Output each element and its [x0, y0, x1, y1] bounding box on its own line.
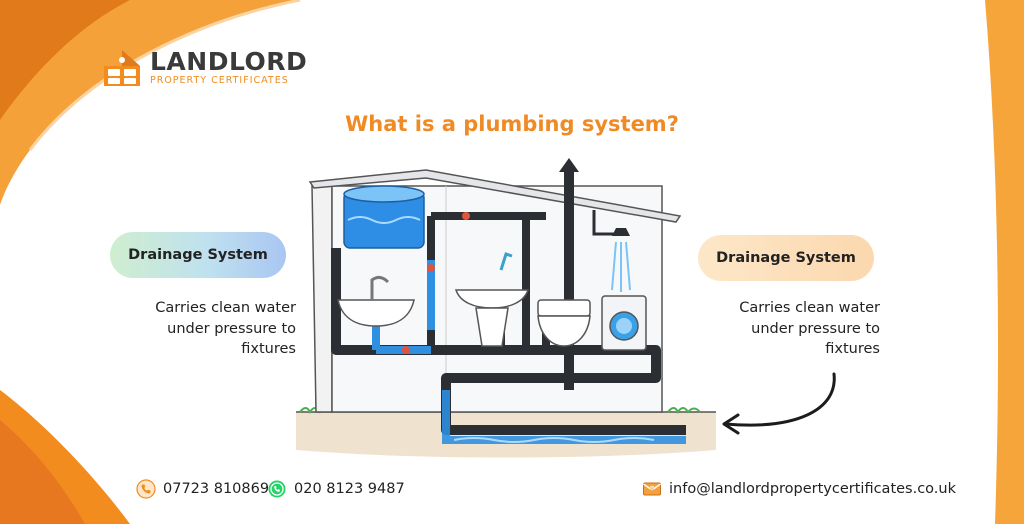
whatsapp-icon [268, 480, 286, 498]
right-curved-arrow [722, 372, 836, 435]
house-logo-icon [104, 50, 140, 86]
brand-name: LANDLORD [150, 47, 308, 76]
right-desc-line: under pressure to [751, 320, 880, 337]
phone-icon [136, 479, 156, 499]
right-desc-line: Carries clean water [739, 300, 880, 316]
left-desc-line: Carries clean water [155, 300, 296, 316]
right-system-label: Drainage System [698, 235, 874, 281]
email-contact[interactable]: @ info@landlordpropertycertificates.co.u… [642, 479, 956, 499]
left-system-label: Drainage System [110, 232, 286, 278]
left-system-description: Carries clean water under pressure to fi… [110, 298, 296, 360]
phone-contact[interactable]: 07723 810869 [136, 479, 269, 499]
email-icon: @ [643, 482, 661, 496]
page-title: What is a plumbing system? [345, 112, 679, 136]
whatsapp-contact[interactable]: 020 8123 9487 [267, 479, 405, 499]
phone-number[interactable]: 07723 810869 [163, 481, 270, 497]
right-system-description: Carries clean water under pressure to fi… [690, 298, 880, 360]
right-desc-line: fixtures [825, 341, 880, 357]
whatsapp-number[interactable]: 020 8123 9487 [294, 481, 405, 497]
brand-logo[interactable]: LANDLORD PROPERTY CERTIFICATES [102, 48, 307, 88]
left-desc-line: under pressure to [167, 320, 296, 337]
left-desc-line: fixtures [241, 341, 296, 357]
plumbing-house-illustration [296, 158, 716, 458]
brand-tagline: PROPERTY CERTIFICATES [150, 75, 289, 86]
svg-text:@: @ [650, 485, 654, 490]
email-address[interactable]: info@landlordpropertycertificates.co.uk [669, 481, 956, 497]
